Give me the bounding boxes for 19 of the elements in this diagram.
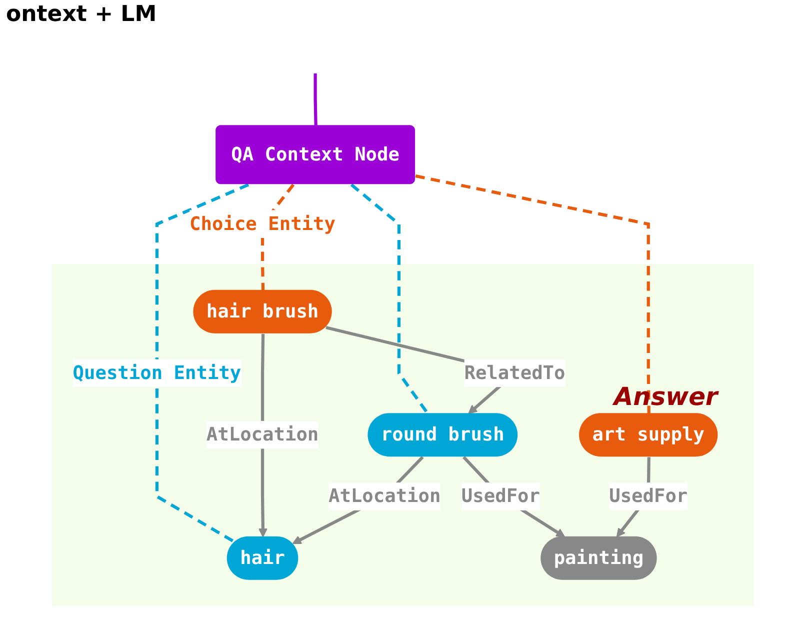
connector (155, 183, 250, 544)
node-box: painting (540, 536, 657, 580)
connector (350, 184, 430, 414)
cluster (52, 264, 754, 606)
connector (314, 73, 318, 126)
edge-label: RelatedTo (464, 362, 566, 384)
node-box: hair brush (193, 290, 332, 334)
edge-label: Choice Entity (190, 213, 336, 235)
edge-label: Question Entity (72, 362, 242, 384)
connector (415, 174, 650, 414)
heading-text: ontext + LM (6, 2, 157, 27)
node-box: art supply (579, 413, 718, 457)
edge-label: AtLocation (206, 424, 319, 446)
answer-tag: Answer (614, 382, 718, 411)
edge-label: UsedFor (461, 486, 540, 508)
edge-label: UsedFor (609, 486, 688, 508)
edge-label: AtLocation (328, 486, 441, 508)
node-box: QA Context Node (216, 125, 416, 184)
node-box: round brush (368, 413, 518, 457)
